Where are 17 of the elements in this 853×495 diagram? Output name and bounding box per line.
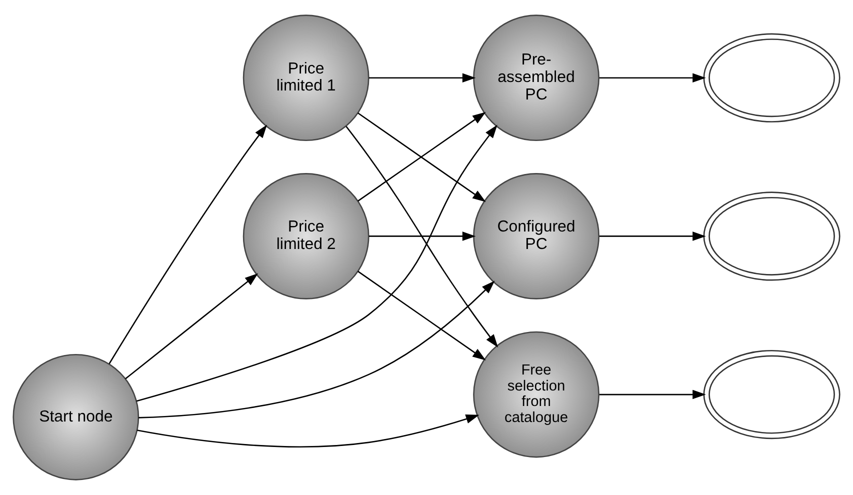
- arrow: [108, 124, 268, 364]
- arrow: [358, 270, 486, 360]
- arrow: [136, 124, 498, 402]
- arrow: [137, 414, 480, 448]
- arrow: [346, 126, 498, 348]
- node-circle: Price limited 1: [242, 14, 370, 142]
- node-cloud: [703, 350, 840, 440]
- arrow: [138, 280, 495, 418]
- node-cloud: [703, 33, 840, 122]
- arrow: [369, 73, 476, 83]
- arrow: [599, 390, 706, 400]
- arrow: [369, 232, 476, 241]
- arrow: [599, 73, 706, 83]
- node-circle: Start node: [12, 354, 140, 480]
- arrow: [125, 273, 258, 380]
- node-cloud: [703, 192, 840, 281]
- arrow: [599, 232, 706, 241]
